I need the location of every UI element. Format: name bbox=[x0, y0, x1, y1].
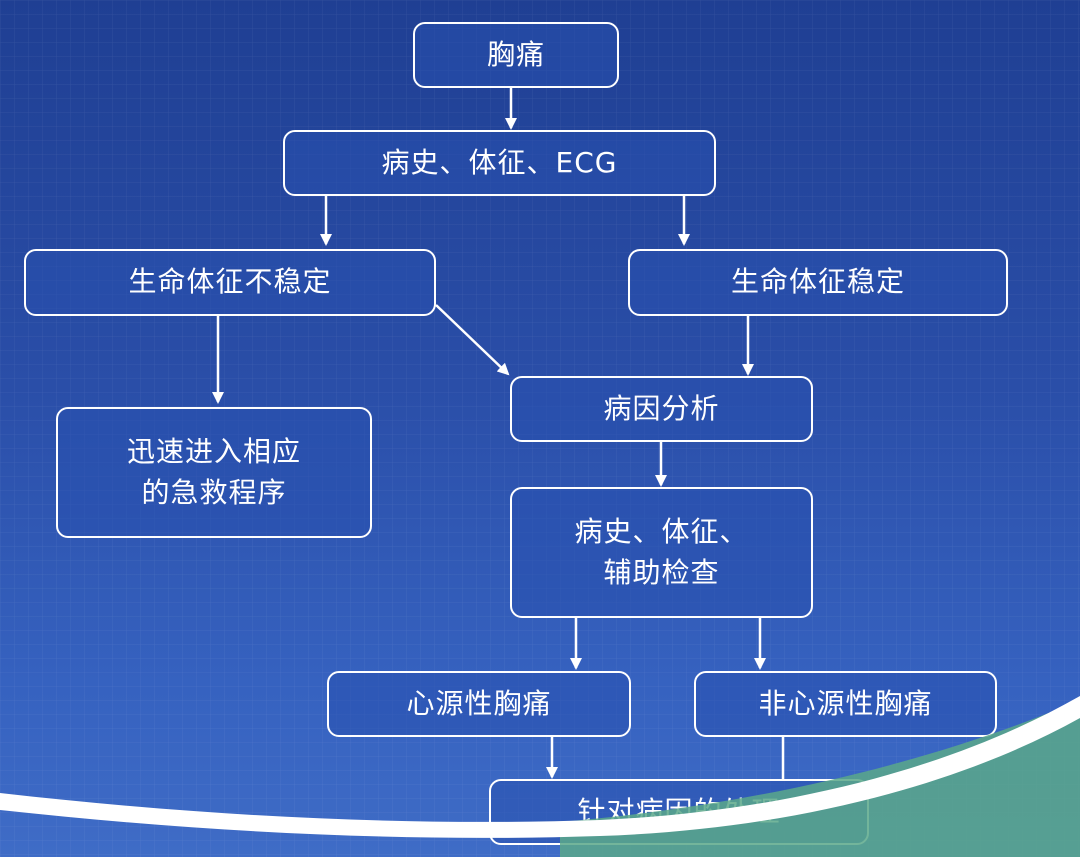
node-cardiac-chest-pain-label: 心源性胸痛 bbox=[406, 686, 552, 720]
arrow-unstable-to-analysis bbox=[435, 304, 510, 376]
node-chest-pain-label: 胸痛 bbox=[486, 37, 545, 71]
node-history-signs-ecg: 病史、体征、ECG bbox=[283, 130, 716, 196]
node-history-signs-ecg-label: 病史、体征、ECG bbox=[381, 145, 618, 179]
node-chest-pain: 胸痛 bbox=[413, 22, 619, 88]
wave-white-band bbox=[0, 696, 1080, 838]
node-cause-analysis-label: 病因分析 bbox=[603, 391, 720, 425]
node-noncardiac-chest-pain-label: 非心源性胸痛 bbox=[758, 686, 933, 720]
node-cardiac-chest-pain: 心源性胸痛 bbox=[327, 671, 631, 737]
node-history-aux-exam-label: 病史、体征、 辅助检查 bbox=[574, 514, 749, 589]
node-noncardiac-chest-pain: 非心源性胸痛 bbox=[694, 671, 997, 737]
node-vitals-stable-label: 生命体征稳定 bbox=[730, 265, 905, 299]
node-vitals-stable: 生命体征稳定 bbox=[628, 249, 1008, 316]
node-emergency-procedure: 迅速进入相应 的急救程序 bbox=[56, 407, 372, 538]
node-emergency-procedure-label: 迅速进入相应 的急救程序 bbox=[126, 434, 301, 509]
node-vitals-unstable-label: 生命体征不稳定 bbox=[128, 265, 332, 299]
node-cause-analysis: 病因分析 bbox=[510, 376, 813, 442]
node-vitals-unstable: 生命体征不稳定 bbox=[24, 249, 436, 316]
node-history-aux-exam: 病史、体征、 辅助检查 bbox=[510, 487, 813, 618]
